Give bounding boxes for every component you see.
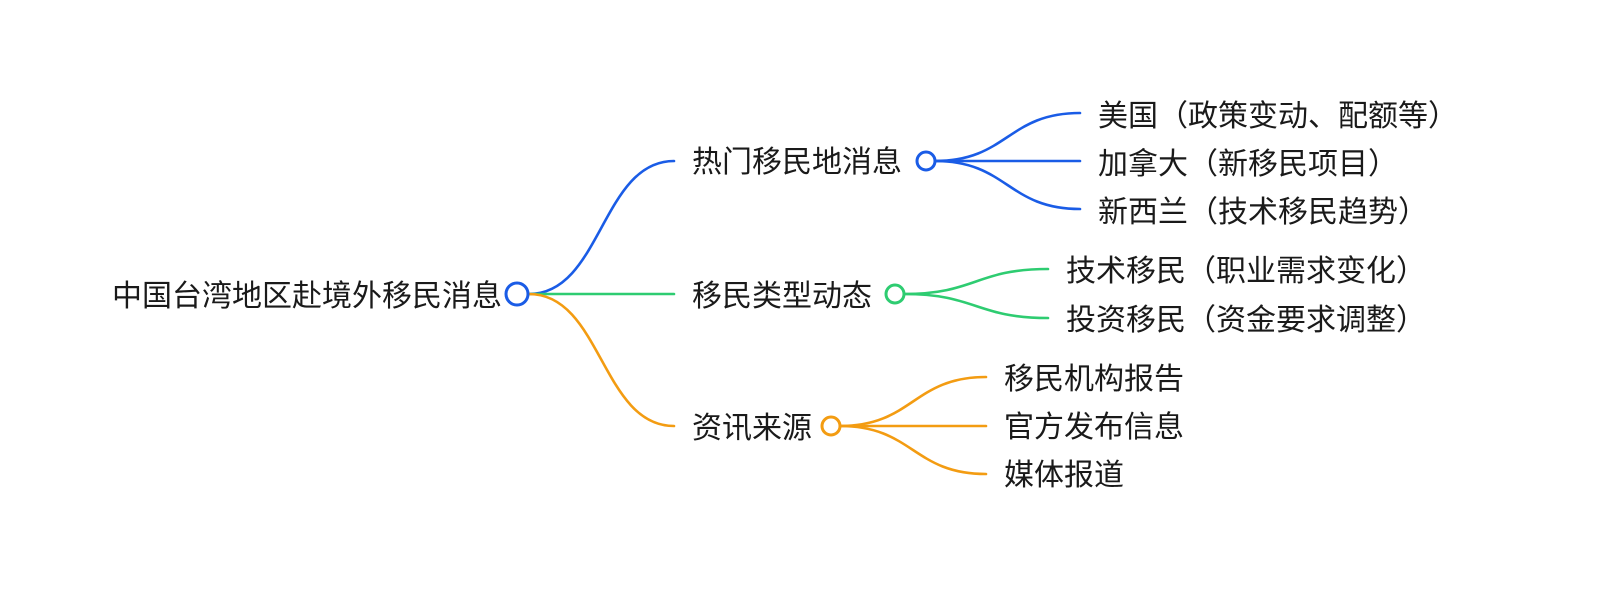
branch-circle-hot-destinations[interactable]	[915, 150, 937, 172]
mindmap-edges	[527, 111, 1082, 476]
leaf-node-canada: 加拿大（新移民项目）	[1098, 147, 1398, 182]
edge-branch-2-to-leaf-2	[838, 424, 988, 476]
branch-circle-info-sources[interactable]	[820, 415, 842, 437]
edge-root-to-branch-2	[527, 292, 676, 428]
leaf-node-new-zealand: 新西兰（技术移民趋势）	[1098, 195, 1428, 230]
leaf-node-usa: 美国（政策变动、配额等）	[1098, 99, 1458, 134]
leaf-node-agency-reports: 移民机构报告	[1004, 362, 1184, 397]
edge-root-to-branch-0	[527, 159, 676, 296]
leaf-node-media-reports: 媒体报道	[1004, 458, 1124, 493]
branch-node-hot-destinations: 热门移民地消息	[692, 145, 902, 180]
leaf-node-official-releases: 官方发布信息	[1004, 410, 1184, 445]
leaf-node-skilled-migration: 技术移民（职业需求变化）	[1066, 254, 1426, 289]
edge-branch-0-to-leaf-2	[933, 159, 1082, 211]
branch-node-migration-types: 移民类型动态	[692, 279, 872, 314]
leaf-node-investment-migration: 投资移民（资金要求调整）	[1066, 303, 1426, 338]
edge-branch-1-to-leaf-1	[902, 292, 1050, 320]
edge-branch-0-to-leaf-0	[933, 111, 1082, 163]
root-node-circle[interactable]	[504, 281, 530, 307]
edge-branch-1-to-leaf-0	[902, 267, 1050, 296]
branch-circle-migration-types[interactable]	[884, 283, 906, 305]
branch-node-info-sources: 资讯来源	[692, 411, 812, 446]
edge-branch-2-to-leaf-0	[838, 375, 988, 428]
root-node-label: 中国台湾地区赴境外移民消息	[112, 279, 502, 314]
